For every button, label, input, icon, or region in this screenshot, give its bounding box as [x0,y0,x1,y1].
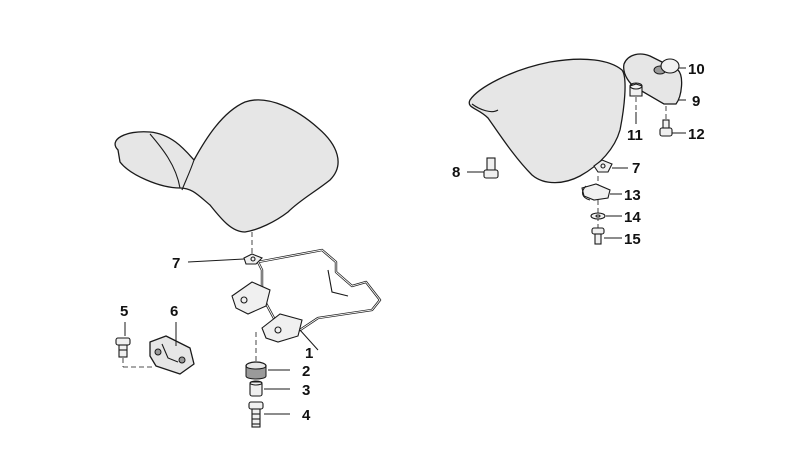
callout-13: 13 [624,187,641,204]
lock-bracket [149,335,195,375]
screw-12 [659,119,673,137]
grommet [629,82,643,97]
callout-10: 10 [688,61,705,78]
callout-2: 2 [302,363,310,380]
screw-8 [483,157,499,179]
sleeve [249,380,263,397]
frame-bracket-upper [231,281,271,315]
callout-6: 6 [170,303,178,320]
callout-14: 14 [624,209,641,226]
rider-seat [114,99,339,233]
callout-4: 4 [302,407,311,424]
rubber-damper [245,361,267,380]
callout-15: 15 [624,231,641,248]
callout-7-left: 7 [172,255,180,272]
callout-8: 8 [452,164,460,181]
callout-11: 11 [627,127,643,144]
callout-12: 12 [688,126,705,143]
screw-5 [115,337,131,358]
callout-9: 9 [692,93,700,110]
leader-7a [187,258,245,263]
passenger-seat [468,58,626,184]
cap [660,58,680,74]
callout-1: 1 [305,345,313,362]
nut-left [243,253,263,265]
callout-3: 3 [302,382,310,399]
nut-right [593,159,613,173]
callout-7-right: 7 [632,160,640,177]
leader-1 [299,329,319,351]
clip [581,183,611,201]
screw-4 [248,401,264,428]
callout-5: 5 [120,303,128,320]
frame-bracket-lower [261,313,303,343]
screw-15 [591,227,605,245]
washer [590,212,606,220]
